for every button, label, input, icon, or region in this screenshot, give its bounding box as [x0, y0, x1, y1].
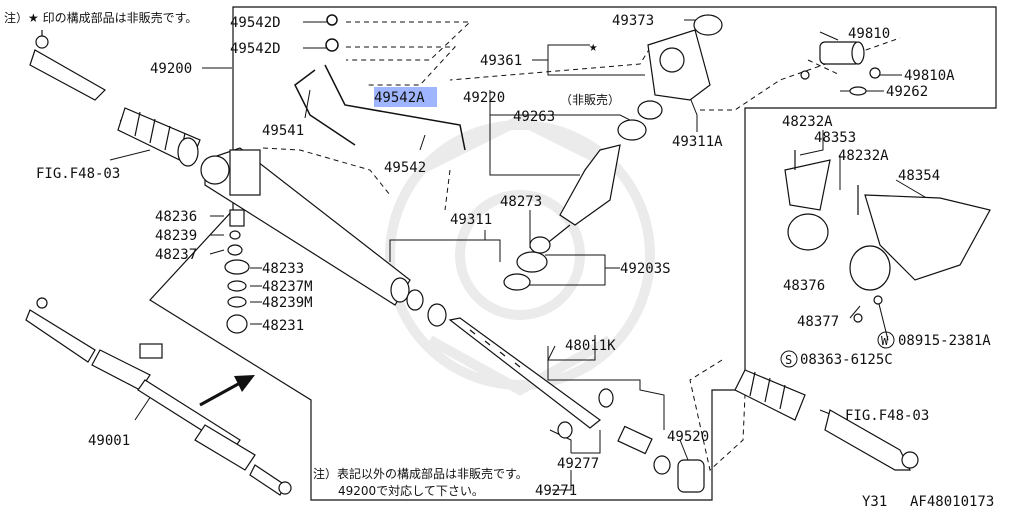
washer-mark: W: [881, 334, 889, 348]
solenoid-49810: [800, 41, 881, 96]
label-08363-6125C: 08363-6125C: [800, 352, 893, 368]
label-48232A-b: 48232A: [838, 148, 889, 164]
label-49277: 49277: [557, 456, 599, 472]
label-48273: 48273: [500, 194, 542, 210]
label-48377: 48377: [797, 314, 839, 330]
label-fig-left: FIG.F48-03: [36, 166, 120, 182]
label-49311: 49311: [450, 212, 492, 228]
label-49542D-a: 49542D: [230, 15, 281, 31]
label-49001: 49001: [88, 433, 130, 449]
label-49810: 49810: [848, 26, 890, 42]
label-49220: 49220: [463, 90, 505, 106]
label-48239: 48239: [155, 228, 197, 244]
not-for-sale-note: （非販売）: [560, 92, 620, 107]
pinion-assembly: [503, 119, 647, 291]
label-fig-right: FIG.F48-03: [845, 408, 929, 424]
label-49361: 49361: [480, 53, 522, 69]
label-49263: 49263: [513, 109, 555, 125]
label-49271: 49271: [535, 483, 577, 499]
label-49542A[interactable]: 49542A: [374, 90, 425, 106]
rack-boot-left: [117, 107, 201, 167]
left-small-parts: [224, 209, 250, 334]
valve-housing: [637, 14, 723, 120]
screw-mark: S: [785, 353, 792, 367]
label-48236: 48236: [155, 209, 197, 225]
gear-assembly-49001: [25, 297, 292, 496]
label-48011K: 48011K: [565, 338, 616, 354]
model-code: Y31: [862, 494, 887, 510]
label-48353: 48353: [814, 130, 856, 146]
gear-housing: [200, 147, 411, 306]
label-49520: 49520: [667, 429, 709, 445]
label-49203S: 49203S: [620, 261, 671, 277]
label-48237: 48237: [155, 247, 197, 263]
label-48231: 48231: [262, 318, 304, 334]
label-49810A: 49810A: [904, 68, 955, 84]
label-49541: 49541: [262, 123, 304, 139]
label-48354: 48354: [898, 168, 940, 184]
hydraulic-pipes: [294, 14, 466, 151]
label-08915-2381A: 08915-2381A: [898, 333, 991, 349]
direction-arrow: [199, 375, 255, 407]
tie-rod-end-right: [734, 369, 919, 471]
label-48239M: 48239M: [262, 295, 313, 311]
tie-rod-end-left: [29, 30, 106, 101]
bottom-note-line1: 注）表記以外の構成部品は非販売です。: [313, 466, 528, 481]
bottom-note-line2: 49200で対応して下さい。: [338, 484, 484, 498]
top-note: 注）★ 印の構成部品は非販売です。: [4, 10, 197, 25]
figure-code: AF48010173: [910, 494, 994, 510]
star-mark: ★: [589, 39, 598, 55]
label-49262: 49262: [886, 84, 928, 100]
assembly-outline: [149, 6, 997, 501]
leader-lines: [109, 19, 931, 491]
label-49311A: 49311A: [672, 134, 723, 150]
label-49200: 49200: [150, 61, 192, 77]
screw-symbol: [780, 350, 798, 368]
highlight-49542A: [374, 87, 437, 107]
label-48376: 48376: [783, 278, 825, 294]
label-49373: 49373: [612, 13, 654, 29]
label-49542D-b: 49542D: [230, 41, 281, 57]
washer-symbol: [877, 331, 895, 349]
mounting-bracket: [784, 150, 991, 323]
label-48232A-a: 48232A: [782, 114, 833, 130]
rack-bar: [406, 289, 705, 493]
label-48233: 48233: [262, 261, 304, 277]
label-49542: 49542: [384, 160, 426, 176]
label-48237M: 48237M: [262, 279, 313, 295]
